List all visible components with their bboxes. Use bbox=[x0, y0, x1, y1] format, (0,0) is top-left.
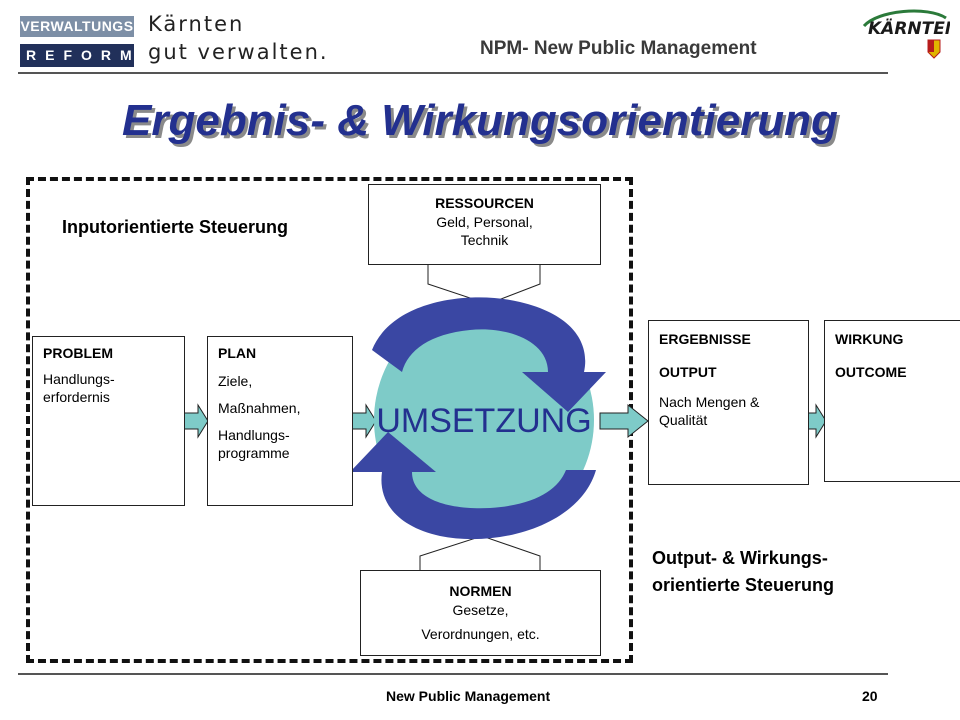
normen-title: NORMEN bbox=[449, 583, 512, 599]
input-steering-label: Inputorientierte Steuerung bbox=[62, 217, 289, 237]
normen-funnel bbox=[419, 535, 541, 570]
ressourcen-line2: Technik bbox=[460, 232, 509, 248]
umsetzung-label: UMSETZUNG bbox=[376, 402, 591, 440]
arrow-plan-to-umsetzung bbox=[351, 403, 377, 439]
output-steering-line2: orientierte Steuerung bbox=[652, 575, 835, 595]
normen-line1: Gesetze, bbox=[452, 602, 509, 618]
problem-box: PROBLEM Handlungs- erfordernis bbox=[32, 336, 185, 506]
normen-line2: Verordnungen, etc. bbox=[421, 626, 540, 642]
kaernten-logo-icon: KÄRNTEN bbox=[862, 9, 950, 59]
page-title: Ergebnis- & Wirkungsorientierung bbox=[122, 96, 838, 145]
problem-line2: erfordernis bbox=[43, 389, 110, 405]
tagline-line1: Kärnten bbox=[148, 12, 245, 36]
svg-text:KÄRNTEN: KÄRNTEN bbox=[868, 17, 950, 39]
ressourcen-line1: Geld, Personal, bbox=[436, 214, 533, 230]
output-steering-line1: Output- & Wirkungs- bbox=[652, 548, 828, 568]
problem-line1: Handlungs- bbox=[43, 371, 115, 387]
ressourcen-title: RESSOURCEN bbox=[435, 195, 534, 211]
umsetzung-circle bbox=[374, 304, 594, 536]
ergebnisse-line2: Nach Mengen & bbox=[659, 394, 760, 410]
header-divider bbox=[18, 72, 888, 74]
normen-box: NORMEN Gesetze, Verordnungen, etc. bbox=[360, 570, 601, 656]
arrow-problem-to-plan bbox=[183, 403, 209, 439]
ergebnisse-line3: Qualität bbox=[659, 412, 708, 428]
arrow-ergebnisse-to-wirkung bbox=[807, 403, 827, 439]
ergebnisse-line1: OUTPUT bbox=[659, 364, 717, 380]
plan-line1: Ziele, bbox=[218, 373, 253, 389]
logo-verwaltungs: VERWALTUNGS bbox=[20, 16, 134, 37]
output-steering-label: Output- & Wirkungs- orientierte Steuerun… bbox=[652, 545, 834, 599]
plan-line2: Maßnahmen, bbox=[218, 400, 301, 416]
wirkung-box: WIRKUNG OUTCOME bbox=[824, 320, 960, 482]
footer-divider bbox=[18, 673, 888, 675]
wirkung-line1: OUTCOME bbox=[835, 364, 907, 380]
footer-text: New Public Management bbox=[386, 688, 551, 704]
ergebnisse-title: ERGEBNISSE bbox=[659, 331, 751, 347]
cycle-arrow-top-icon bbox=[372, 297, 606, 412]
plan-box: PLAN Ziele, Maßnahmen, Handlungs- progra… bbox=[207, 336, 353, 506]
logo-reform: REFORM bbox=[20, 44, 134, 67]
tagline-line2: gut verwalten. bbox=[148, 40, 329, 64]
page-number: 20 bbox=[862, 688, 878, 704]
problem-title: PROBLEM bbox=[43, 345, 113, 361]
plan-line3: Handlungs- bbox=[218, 427, 290, 443]
cycle-arrow-bottom-icon bbox=[350, 432, 596, 540]
arrow-umsetzung-to-ergebnisse bbox=[599, 403, 649, 439]
plan-title: PLAN bbox=[218, 345, 257, 361]
ressourcen-box: RESSOURCEN Geld, Personal, Technik bbox=[368, 184, 601, 265]
plan-line4: programme bbox=[218, 445, 290, 461]
ergebnisse-box: ERGEBNISSE OUTPUT Nach Mengen & Qualität bbox=[648, 320, 809, 485]
header-subtitle: NPM- New Public Management bbox=[480, 38, 757, 59]
wirkung-title: WIRKUNG bbox=[835, 331, 904, 347]
